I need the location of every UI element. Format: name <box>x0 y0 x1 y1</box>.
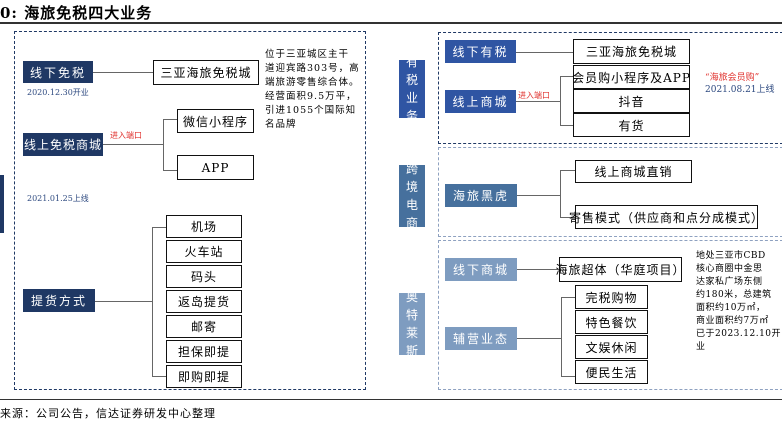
duty-free-panel <box>14 31 366 390</box>
connector <box>560 170 575 171</box>
connector <box>516 101 561 102</box>
connector <box>163 119 164 171</box>
note-line: 业 <box>696 342 706 352</box>
note-line: 面积约10万㎡， <box>696 303 766 313</box>
connector <box>561 376 575 377</box>
note-line: 商业面积约7万㎡ <box>696 316 769 326</box>
note-line: 地处三亚市CBD <box>696 251 766 261</box>
tab-char: 电 <box>405 198 418 212</box>
online-duty-free-mall-box: 线上免税商城 <box>23 133 103 156</box>
note-line: 核心商圈中金思 <box>696 264 763 274</box>
connector <box>152 227 153 377</box>
footer-rule <box>0 399 782 400</box>
connector <box>517 338 561 339</box>
connector <box>163 119 177 120</box>
connector <box>163 170 177 171</box>
consignment-mode-box: 寄售模式（供应商和点分成模式） <box>569 205 763 229</box>
pickup-airport: 机场 <box>166 215 242 238</box>
offline-mall-box: 线下商城 <box>445 258 517 281</box>
pickup-instant: 即购即提 <box>166 365 242 388</box>
note-line: 引进1055个国际知 <box>265 105 357 116</box>
tab-char: 特 <box>405 308 418 322</box>
connector <box>560 125 573 126</box>
hailv-chaoti-box: 海旅超体（华庭项目） <box>556 257 685 282</box>
connector <box>560 76 573 77</box>
douyin-box: 抖音 <box>573 89 690 113</box>
note-line: 位于三亚城区主干 <box>265 49 350 60</box>
taxed-sanya-city-box: 三亚海旅免税城 <box>573 39 690 64</box>
note-line: 端旅游零售综合体。 <box>265 77 360 88</box>
tab-char: 奥 <box>405 290 418 304</box>
pickup-method-box: 提货方式 <box>23 289 95 312</box>
offline-open-date: 2020.12.30开业 <box>27 88 89 97</box>
pickup-port: 码头 <box>166 265 242 288</box>
online-direct-sale-box: 线上商城直销 <box>575 160 692 183</box>
left-edge-tab <box>0 175 4 233</box>
note-line: 经营面积9.5万平， <box>265 91 357 102</box>
note-line: 约180米，总建筑 <box>696 290 772 300</box>
entry-port-label: 进入端口 <box>110 131 142 140</box>
app-box: APP <box>177 155 254 180</box>
offline-duty-free-box: 线下免税 <box>23 61 93 83</box>
outlets-tab: 奥 特 莱 斯 <box>399 290 425 358</box>
connector <box>517 269 559 270</box>
tab-char: 税 <box>405 73 418 87</box>
taxed-panel <box>438 32 782 144</box>
pickup-mail: 邮寄 <box>166 315 242 338</box>
tab-char: 莱 <box>405 326 418 340</box>
connector <box>561 297 575 298</box>
taxed-business-tab: 有 税 业 务 <box>399 55 425 123</box>
connector <box>517 195 561 196</box>
tab-char: 有 <box>405 55 418 69</box>
connector <box>95 301 152 302</box>
note-line: 道迎宾路303号，高 <box>265 63 360 74</box>
tax-paid-shopping-box: 完税购物 <box>575 285 648 309</box>
convenience-box: 便民生活 <box>575 360 648 384</box>
tab-char: 业 <box>405 91 418 105</box>
connector <box>560 170 561 218</box>
hailv-heihu-box: 海旅黑虎 <box>445 184 517 207</box>
tab-char: 斯 <box>405 344 418 358</box>
auxiliary-business-box: 辅营业态 <box>445 327 517 350</box>
wechat-miniprogram-box: 微信小程序 <box>177 109 254 133</box>
online-launch-date: 2021.01.25上线 <box>27 194 89 203</box>
cross-border-panel <box>438 147 782 237</box>
connector <box>152 227 166 228</box>
connector <box>103 144 163 145</box>
cross-border-tab: 跨 境 电 商 <box>399 162 425 230</box>
tab-char: 境 <box>405 180 418 194</box>
youhuo-box: 有货 <box>573 113 690 137</box>
note-line: 名品牌 <box>265 119 297 130</box>
connector <box>561 297 562 377</box>
member-miniprogram-app-box: 会员购小程序及APP <box>572 65 690 89</box>
entertainment-box: 文娱休闲 <box>575 335 648 359</box>
specialty-dining-box: 特色餐饮 <box>575 310 648 334</box>
connector <box>560 217 575 218</box>
connector <box>93 72 153 73</box>
connector <box>516 52 573 53</box>
tab-char: 跨 <box>405 162 418 176</box>
entry-port-label: 进入端口 <box>518 91 550 100</box>
member-shop-date: 2021.08.21上线 <box>705 85 775 95</box>
connector <box>152 376 166 377</box>
outlets-note: 地处三亚市CBD 核心商圈中金思 达家私广场东侧 约180米，总建筑 面积约10… <box>696 250 782 354</box>
note-line: 达家私广场东侧 <box>696 277 763 287</box>
source-note: 来源：公司公告，信达证券研发中心整理 <box>0 407 216 420</box>
page-title: 0: 海旅免税四大业务 <box>0 4 153 22</box>
offline-taxed-box: 线下有税 <box>445 40 516 63</box>
title-rule <box>0 22 782 24</box>
member-shop-title: “海旅会员购” <box>705 73 760 83</box>
tab-char: 商 <box>405 216 418 230</box>
pickup-return-island: 返岛提货 <box>166 290 242 313</box>
connector <box>560 76 561 126</box>
tab-char: 务 <box>405 109 418 123</box>
sanya-duty-free-city-box: 三亚海旅免税城 <box>153 60 259 85</box>
outlets-panel <box>438 240 782 390</box>
online-mall-box: 线上商城 <box>445 90 516 113</box>
pickup-guarantee: 担保即提 <box>166 340 242 363</box>
pickup-train-station: 火车站 <box>166 240 242 263</box>
duty-free-city-note: 位于三亚城区主干 道迎宾路303号，高 端旅游零售综合体。 经营面积9.5万平，… <box>265 48 363 132</box>
note-line: 已于2023.12.10开 <box>696 329 782 339</box>
